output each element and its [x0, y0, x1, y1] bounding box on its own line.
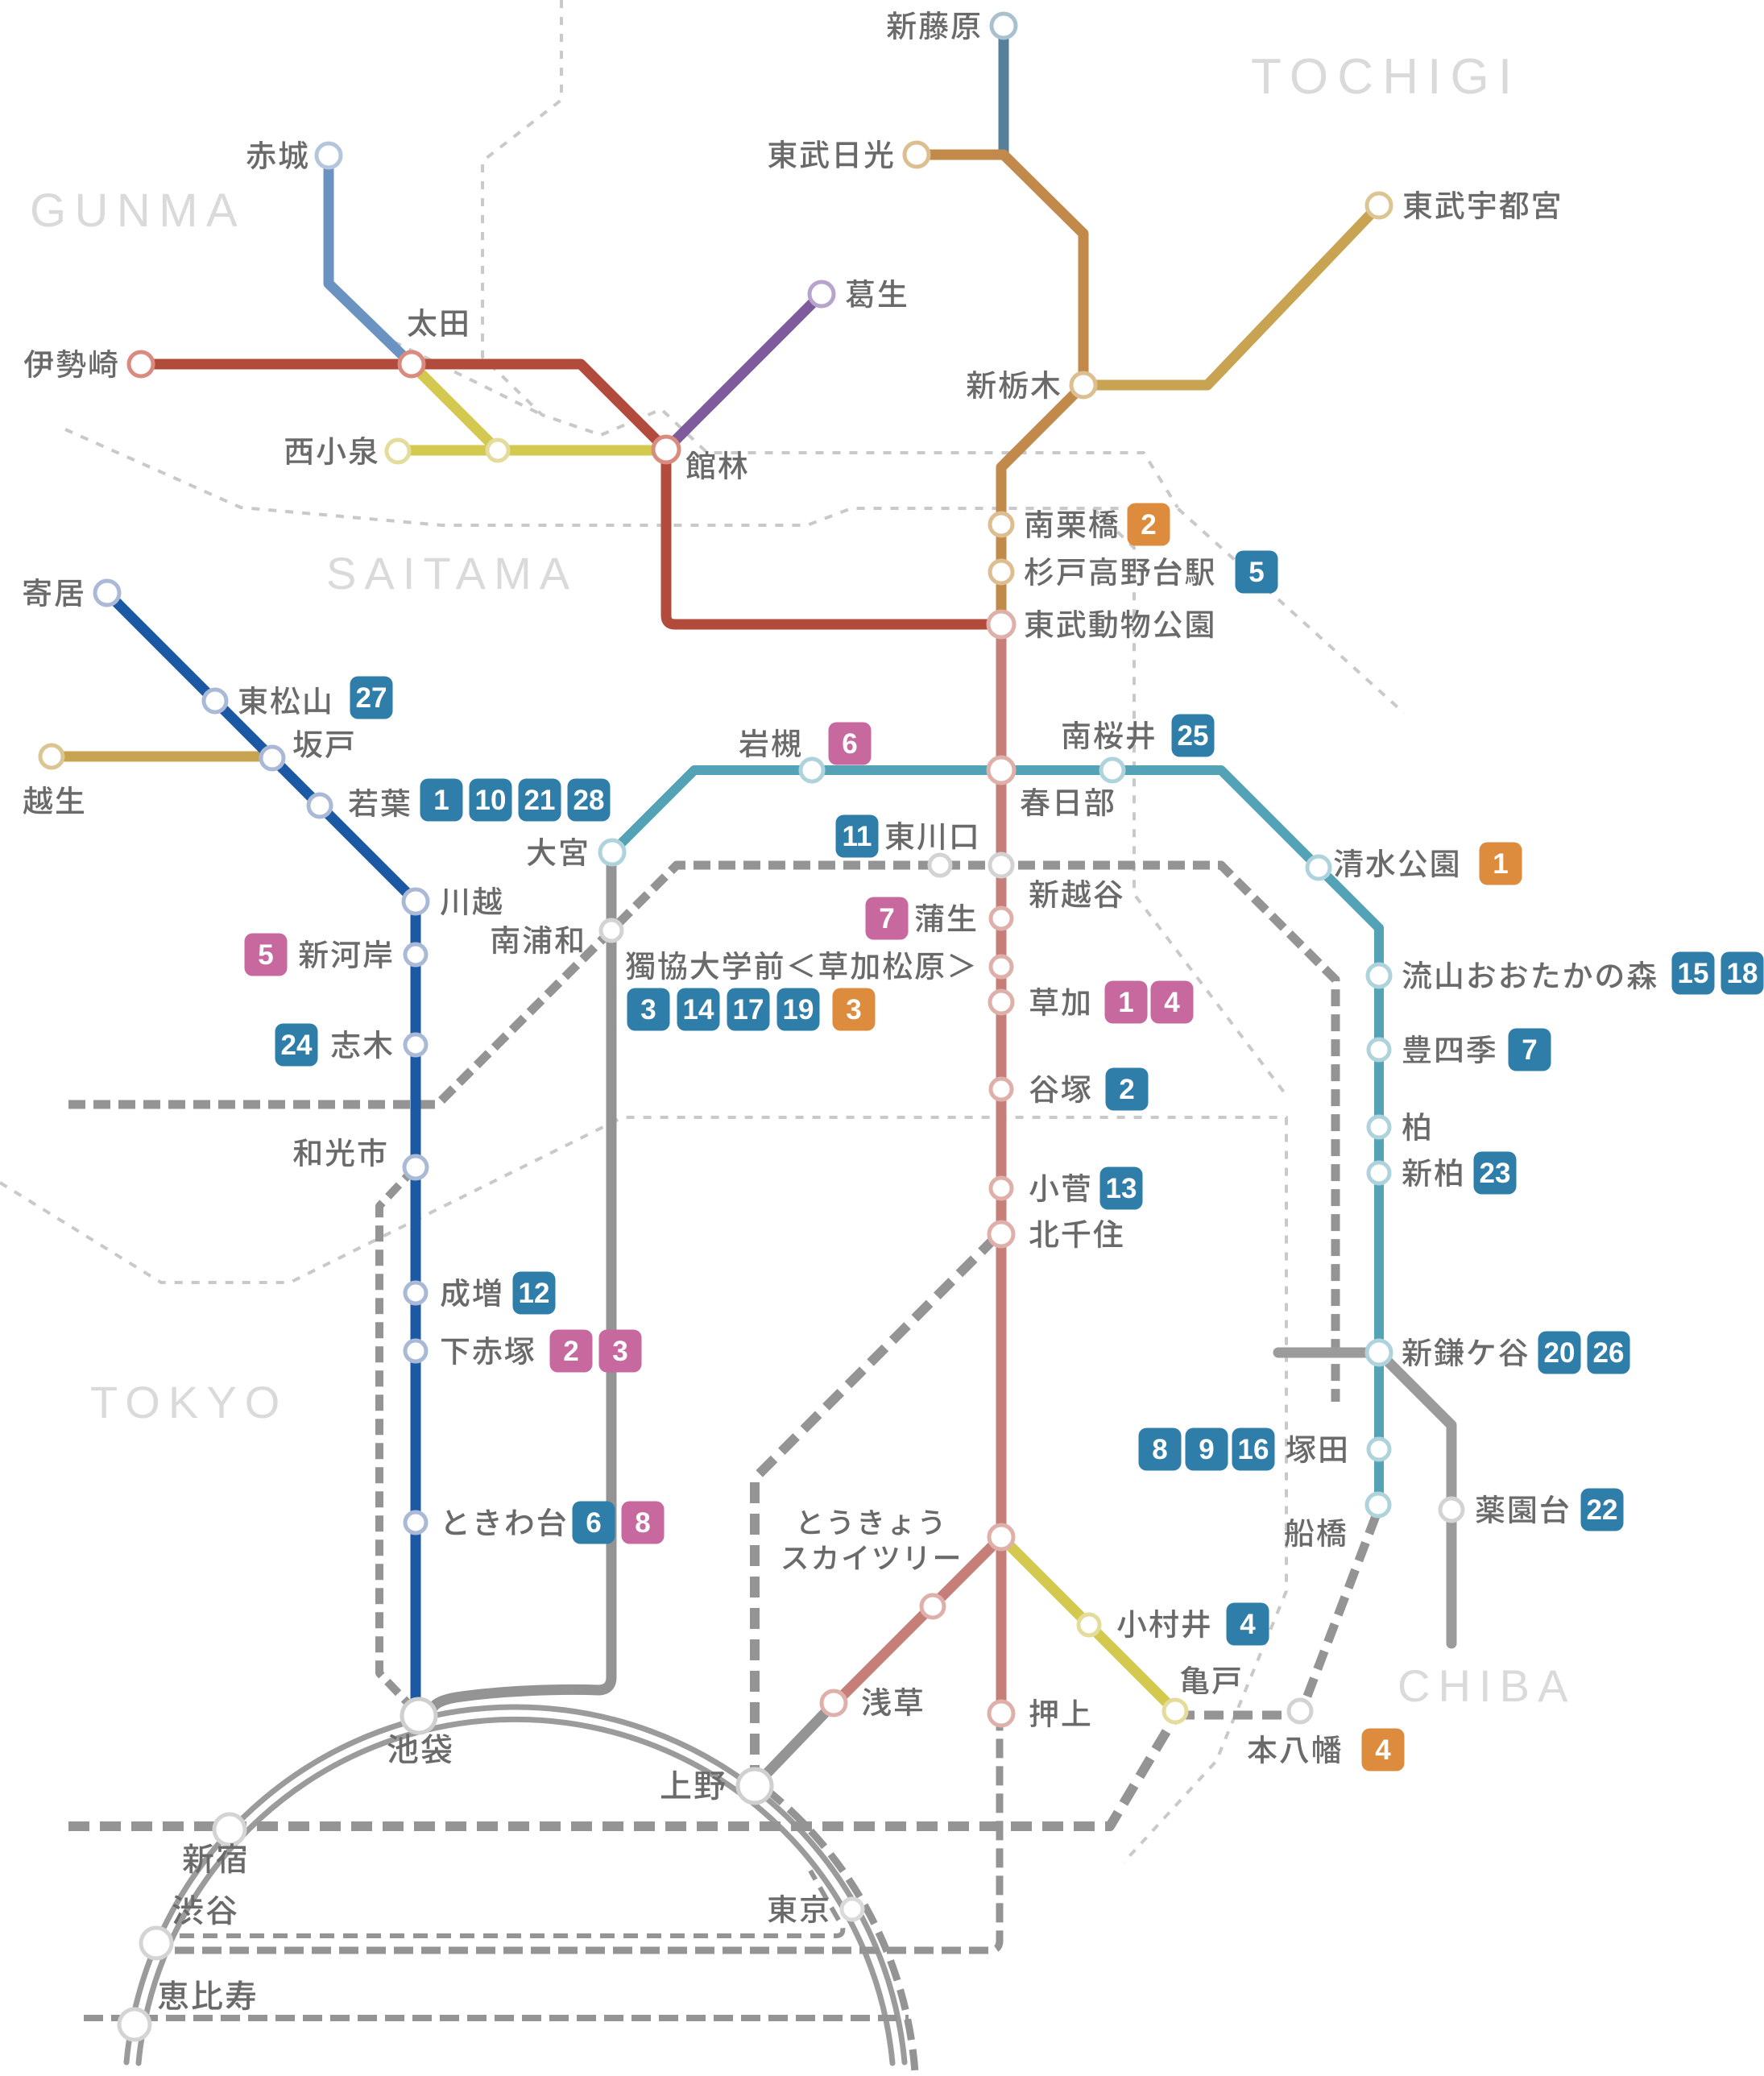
svg-text:4: 4 — [1164, 987, 1180, 1018]
svg-text:8: 8 — [1152, 1434, 1167, 1465]
svg-text:3: 3 — [846, 994, 861, 1026]
svg-text:24: 24 — [281, 1030, 313, 1061]
svg-text:1: 1 — [433, 785, 449, 816]
svg-text:13: 13 — [1106, 1173, 1137, 1204]
svg-text:19: 19 — [783, 994, 814, 1026]
svg-text:15: 15 — [1678, 958, 1709, 989]
svg-text:TOKYO: TOKYO — [90, 1377, 288, 1428]
svg-text:27: 27 — [356, 682, 387, 714]
svg-text:17: 17 — [733, 994, 764, 1026]
svg-text:28: 28 — [574, 785, 605, 816]
svg-text:1: 1 — [1493, 848, 1508, 880]
svg-text:TOCHIGI: TOCHIGI — [1251, 49, 1521, 105]
svg-text:4: 4 — [1240, 1609, 1256, 1640]
svg-text:2: 2 — [1119, 1074, 1134, 1105]
svg-text:GUNMA: GUNMA — [30, 184, 246, 237]
svg-text:12: 12 — [519, 1278, 550, 1309]
svg-text:6: 6 — [842, 728, 857, 760]
svg-text:7: 7 — [1522, 1034, 1537, 1066]
svg-text:6: 6 — [586, 1507, 601, 1539]
svg-text:22: 22 — [1587, 1494, 1618, 1526]
svg-text:3: 3 — [640, 994, 656, 1026]
svg-text:20: 20 — [1544, 1337, 1576, 1369]
svg-text:8: 8 — [635, 1507, 650, 1539]
svg-text:5: 5 — [258, 939, 273, 971]
svg-text:SAITAMA: SAITAMA — [326, 548, 578, 599]
svg-text:7: 7 — [879, 903, 894, 934]
svg-text:5: 5 — [1248, 557, 1264, 588]
svg-text:1: 1 — [1118, 987, 1133, 1018]
svg-text:2: 2 — [1141, 509, 1156, 541]
svg-text:14: 14 — [683, 994, 714, 1026]
svg-text:10: 10 — [475, 785, 507, 816]
svg-text:11: 11 — [843, 821, 872, 852]
svg-text:CHIBA: CHIBA — [1398, 1660, 1576, 1711]
svg-text:21: 21 — [524, 785, 556, 816]
svg-text:9: 9 — [1199, 1434, 1214, 1465]
svg-text:26: 26 — [1593, 1337, 1625, 1369]
svg-text:23: 23 — [1480, 1158, 1511, 1189]
svg-text:3: 3 — [612, 1336, 627, 1367]
svg-text:18: 18 — [1727, 958, 1758, 989]
svg-text:16: 16 — [1238, 1434, 1269, 1465]
svg-text:25: 25 — [1178, 720, 1209, 752]
svg-text:4: 4 — [1375, 1734, 1391, 1766]
svg-text:2: 2 — [563, 1336, 578, 1367]
